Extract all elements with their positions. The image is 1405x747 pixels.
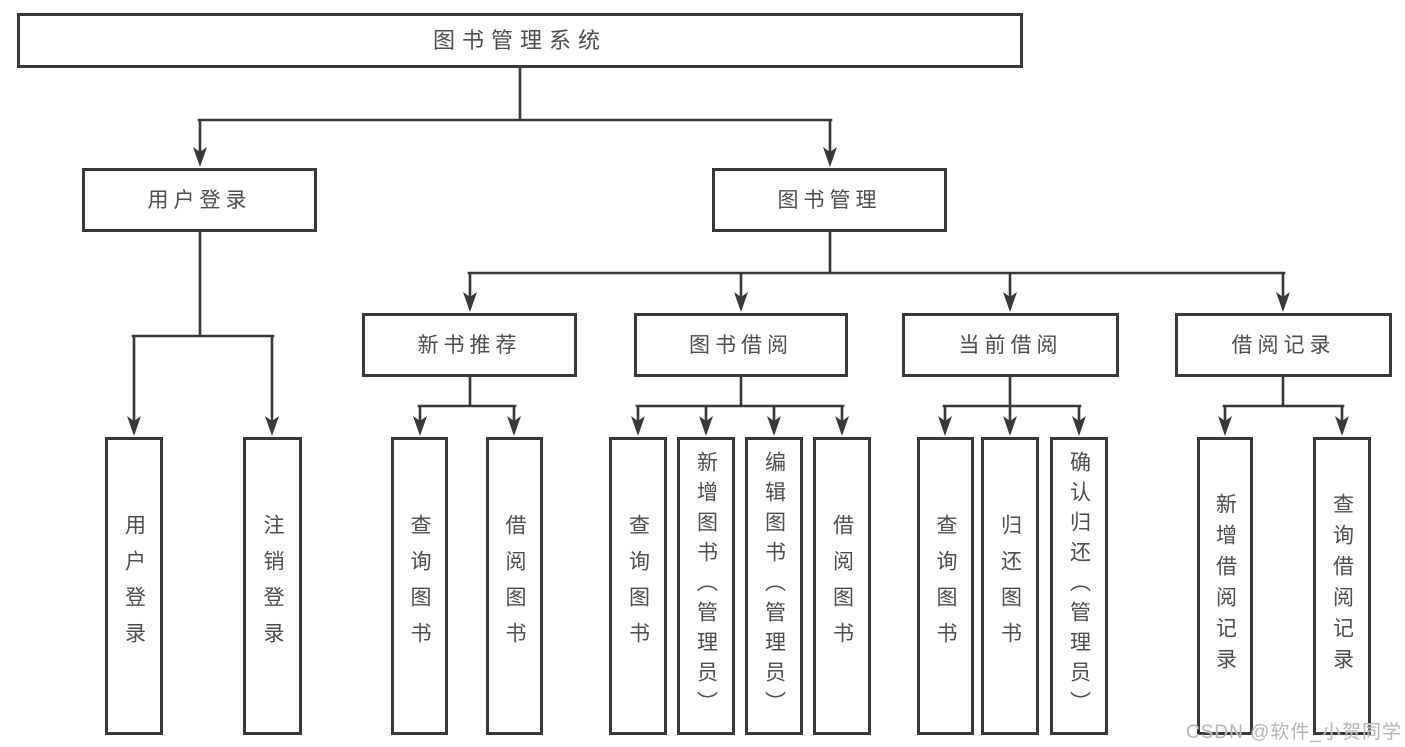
connector-newrec-to-children <box>413 375 521 436</box>
leaf-edit-books-admin-label: 编辑图书（管理员） <box>762 451 786 721</box>
leaf-return-books-label: 归还图书 <box>998 514 1022 658</box>
node-book-management: 图书管理 <box>712 168 947 232</box>
connector-records-to-children <box>1218 375 1349 436</box>
leaf-borrow-query-books: 查询图书 <box>609 437 667 735</box>
node-book-management-label: 图书管理 <box>777 188 882 212</box>
leaf-confirm-return-admin-label: 确认归还（管理员） <box>1067 451 1091 721</box>
leaf-add-books-admin: 新增图书（管理员） <box>677 437 735 735</box>
node-current-borrow: 当前借阅 <box>902 313 1119 377</box>
leaf-confirm-return-admin: 确认归还（管理员） <box>1050 437 1108 735</box>
connector-bookmgmt-to-level3 <box>463 230 1290 312</box>
connector-userlogin-to-children <box>127 230 279 436</box>
node-root: 图书管理系统 <box>17 13 1023 68</box>
node-borrow-records-label: 借阅记录 <box>1231 333 1336 357</box>
leaf-user-login: 用户登录 <box>105 437 163 735</box>
leaf-add-books-admin-label: 新增图书（管理员） <box>694 451 718 721</box>
node-book-borrow: 图书借阅 <box>634 313 848 377</box>
node-user-login: 用户登录 <box>82 168 317 232</box>
leaf-return-books: 归还图书 <box>981 437 1039 735</box>
leaf-newrec-borrow-books: 借阅图书 <box>486 437 543 735</box>
leaf-borrow-query-books-label: 查询图书 <box>626 514 650 658</box>
node-book-borrow-label: 图书借阅 <box>689 333 793 357</box>
leaf-logout: 注销登录 <box>243 437 302 735</box>
node-user-login-label: 用户登录 <box>147 188 252 212</box>
connector-root-to-level2 <box>193 66 837 167</box>
leaf-edit-books-admin: 编辑图书（管理员） <box>745 437 803 735</box>
leaf-user-login-label: 用户登录 <box>122 514 146 658</box>
leaf-borrow-books-label: 借阅图书 <box>830 514 854 658</box>
node-current-borrow-label: 当前借阅 <box>958 333 1063 357</box>
leaf-add-borrow-record-label: 新增借阅记录 <box>1213 493 1237 679</box>
leaf-query-borrow-record-label: 查询借阅记录 <box>1330 493 1354 679</box>
leaf-borrow-books: 借阅图书 <box>813 437 871 735</box>
leaf-current-query-books: 查询图书 <box>917 437 974 735</box>
leaf-add-borrow-record: 新增借阅记录 <box>1197 437 1253 735</box>
node-new-book-recommend: 新书推荐 <box>362 313 577 377</box>
node-new-book-recommend-label: 新书推荐 <box>417 333 522 357</box>
node-root-label: 图书管理系统 <box>432 27 607 53</box>
node-borrow-records: 借阅记录 <box>1175 313 1392 377</box>
leaf-query-borrow-record: 查询借阅记录 <box>1313 437 1371 735</box>
leaf-newrec-query-books-label: 查询图书 <box>408 514 431 658</box>
leaf-logout-label: 注销登录 <box>261 514 284 658</box>
leaf-current-query-books-label: 查询图书 <box>934 514 957 658</box>
connector-bookborrow-to-children <box>631 375 849 436</box>
leaf-newrec-query-books: 查询图书 <box>391 437 448 735</box>
watermark: CSDN @软件_小贺同学 <box>1186 722 1402 743</box>
connector-current-to-children <box>938 375 1086 436</box>
leaf-newrec-borrow-books-label: 借阅图书 <box>503 514 526 658</box>
